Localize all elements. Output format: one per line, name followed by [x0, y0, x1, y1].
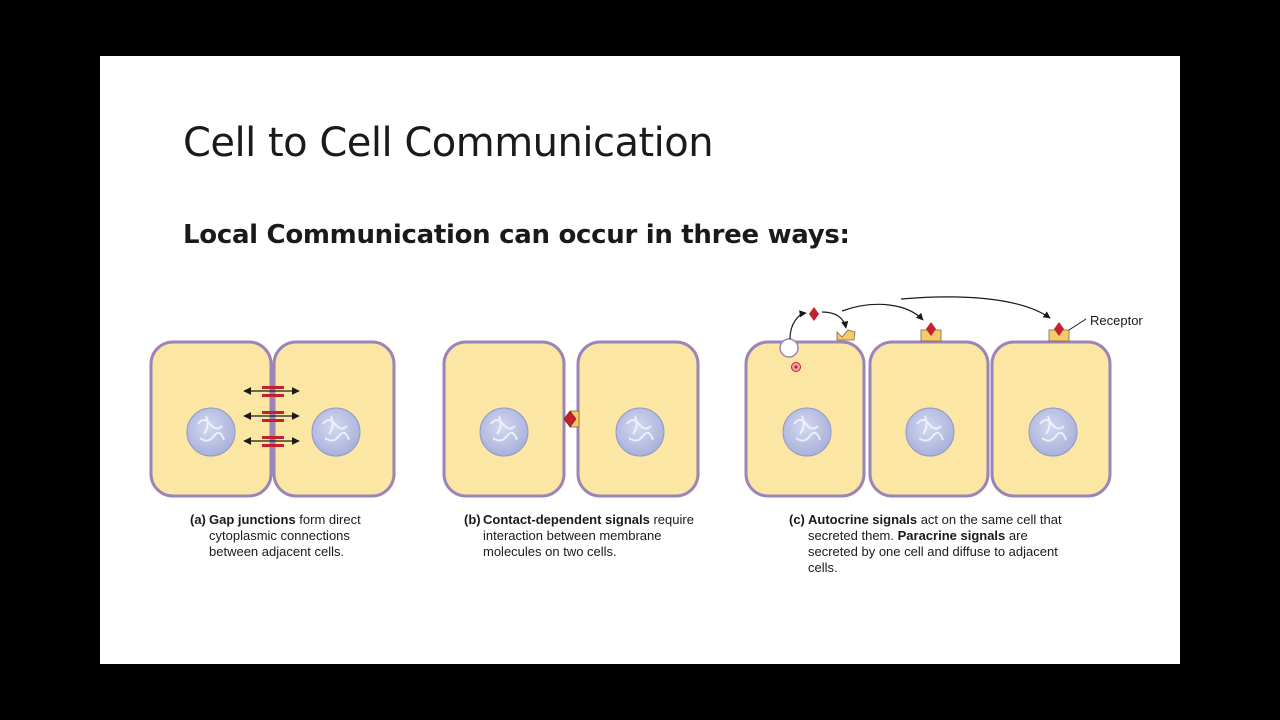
caption-c-bold-2: Paracrine signals — [897, 528, 1006, 543]
caption-a-bold: Gap junctions — [209, 512, 296, 527]
slide-subtitle: Local Communication can occur in three w… — [183, 220, 850, 250]
nucleus-c-3 — [1028, 407, 1078, 457]
caption-c-text-2: are secreted by one cell and diffuse to … — [808, 528, 1058, 575]
caption-c-bold: Autocrine signals — [808, 512, 918, 527]
slide-title: Cell to Cell Communication — [183, 120, 714, 166]
nucleus-b-left — [479, 407, 529, 457]
secretion-arrow — [789, 310, 807, 340]
paracrine-arrow-2 — [900, 296, 1051, 319]
caption-a: (a) Gap junctions form direct cytoplasmi… — [190, 512, 380, 560]
secretory-vesicle — [779, 338, 799, 358]
caption-a-tag: (a) — [190, 512, 206, 527]
membrane-signal-molecule-b — [563, 410, 577, 428]
caption-b: (b) Contact-dependent signals require in… — [464, 512, 694, 560]
autocrine-receptor — [836, 329, 856, 341]
autocrine-arrow — [821, 311, 849, 329]
nucleus-a-right — [311, 407, 361, 457]
caption-c: (c) Autocrine signals act on the same ce… — [789, 512, 1071, 576]
nucleus-c-2 — [905, 407, 955, 457]
receptor-label: Receptor — [1090, 313, 1143, 328]
gap-junction-arrows — [243, 387, 300, 445]
slide: Cell to Cell Communication Local Communi… — [100, 56, 1180, 664]
panel-a-gap-junctions — [149, 340, 396, 498]
paracrine-signal-1 — [926, 322, 936, 336]
caption-b-text: require interaction between membrane mol… — [483, 512, 694, 559]
secreted-signal-molecule — [809, 307, 819, 321]
panel-b-contact-dependent — [442, 340, 700, 498]
nucleus-c-1 — [782, 407, 832, 457]
nucleus-b-right — [615, 407, 665, 457]
caption-b-tag: (b) — [464, 512, 481, 527]
cell-communication-diagram — [149, 296, 1112, 498]
paracrine-arrow-1 — [841, 303, 924, 321]
caption-b-bold: Contact-dependent signals — [483, 512, 650, 527]
nucleus-a-left — [186, 407, 236, 457]
caption-a-text: form direct cytoplasmic connections betw… — [209, 512, 361, 559]
caption-c-tag: (c) — [789, 512, 805, 527]
caption-c-text: act on the same cell that secreted them. — [808, 512, 1062, 543]
paracrine-signal-2 — [1054, 322, 1064, 336]
panel-c-autocrine-paracrine — [744, 296, 1112, 498]
receptor-pointer-line — [1068, 318, 1087, 331]
